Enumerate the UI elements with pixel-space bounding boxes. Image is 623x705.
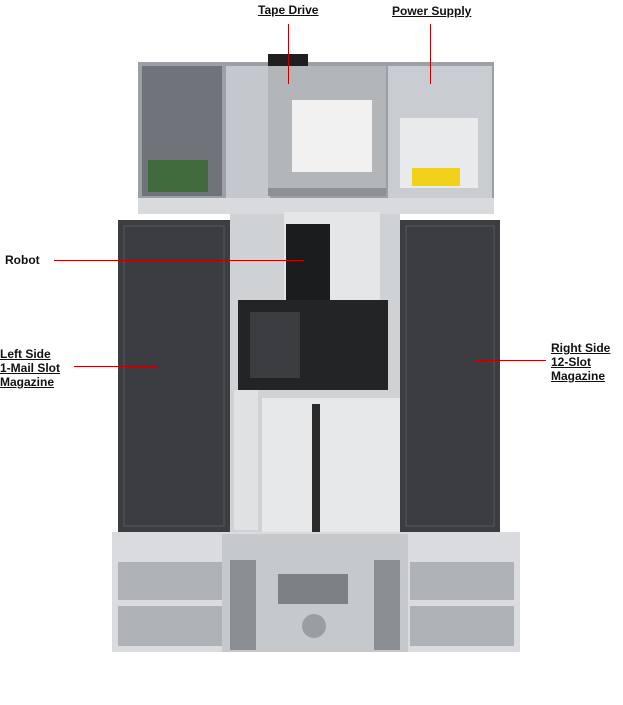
right-side-label-line1: Right Side <box>551 341 611 355</box>
right-side-label-line2: 12-Slot <box>551 355 592 369</box>
tape-drive-unit <box>268 54 386 196</box>
left-side-label-line2: 1-Mail Slot <box>0 361 61 375</box>
tape-drive-leader-line <box>288 24 289 84</box>
right-side-leader-line <box>476 360 546 361</box>
robot-assembly <box>238 212 388 390</box>
power-supply-label: Power Supply <box>392 4 472 18</box>
power-supply-leader-line <box>430 24 431 84</box>
robot-label: Robot <box>5 253 40 267</box>
right-side-label-line3: Magazine <box>551 369 606 383</box>
front-panel <box>112 532 520 652</box>
left-magazine <box>118 220 230 532</box>
right-side-label: Right Side 12-Slot Magazine <box>551 341 610 383</box>
left-side-label-line3: Magazine <box>0 375 55 389</box>
right-magazine <box>400 220 500 532</box>
left-side-leader-line <box>74 366 158 367</box>
tape-drive-label: Tape Drive <box>258 3 319 17</box>
left-side-label: Left Side 1-Mail Slot Magazine <box>0 347 60 389</box>
power-supply-unit <box>400 118 478 188</box>
left-side-label-line1: Left Side <box>0 347 51 361</box>
robot-leader-line <box>54 260 304 261</box>
